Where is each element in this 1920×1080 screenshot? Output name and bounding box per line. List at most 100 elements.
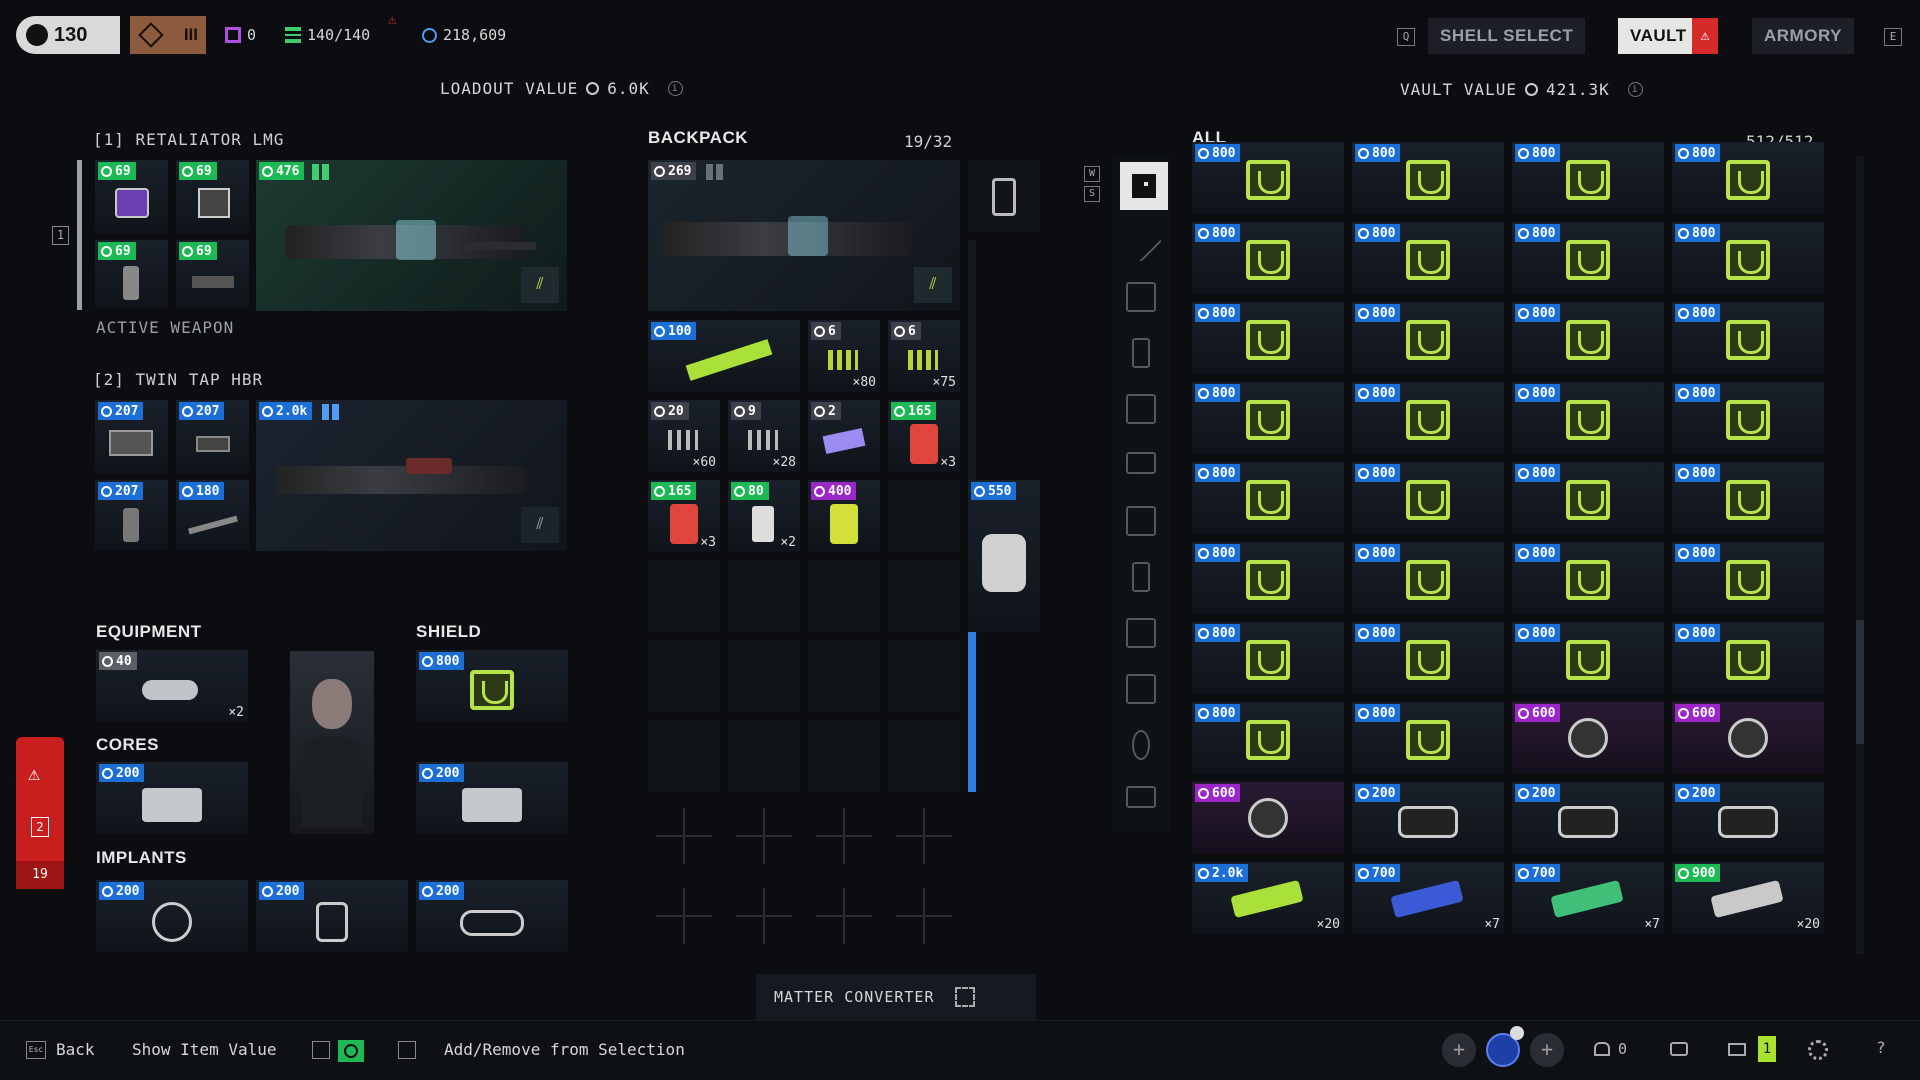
download-filter-icon[interactable]	[1126, 394, 1156, 424]
character-slot[interactable]	[968, 160, 1040, 232]
core-slot-2[interactable]: 200	[416, 762, 568, 834]
vault-item[interactable]: 800	[1672, 462, 1824, 534]
vault-item[interactable]: 600	[1192, 782, 1344, 854]
squad-add-button-2[interactable]: +	[1530, 1033, 1564, 1067]
chip-filter-icon[interactable]	[1126, 506, 1156, 536]
vault-item[interactable]: 800	[1672, 302, 1824, 374]
vault-item[interactable]: 800	[1352, 462, 1504, 534]
weapon2-mod-4[interactable]: 180	[176, 480, 249, 550]
vault-item[interactable]: 800	[1192, 302, 1344, 374]
character-portrait[interactable]	[290, 651, 374, 834]
backpack-empty-slot[interactable]	[728, 720, 800, 792]
crossout-filter-icon[interactable]	[1126, 674, 1156, 704]
info-icon[interactable]: i	[1627, 82, 1643, 97]
weapon2-mod-2[interactable]: 207	[176, 400, 249, 473]
vault-item[interactable]: 800	[1352, 542, 1504, 614]
equipment-slot[interactable]: 40 ×2	[96, 650, 248, 722]
vault-item[interactable]: 800	[1192, 542, 1344, 614]
vault-item[interactable]: 800	[1512, 622, 1664, 694]
backpack-empty-slot[interactable]	[888, 720, 960, 792]
matter-converter-button[interactable]: MATTER CONVERTER	[756, 974, 1036, 1020]
vault-item[interactable]: 800	[1192, 142, 1344, 214]
vault-item[interactable]: 800	[1192, 462, 1344, 534]
mail-icon[interactable]	[1728, 1043, 1746, 1056]
vault-item[interactable]: 800	[1512, 542, 1664, 614]
squad-add-button-1[interactable]: +	[1442, 1033, 1476, 1067]
vault-item[interactable]: 800	[1512, 222, 1664, 294]
vault-item[interactable]: 700×7	[1512, 862, 1664, 934]
weapon1-mod-4[interactable]: 69	[176, 240, 249, 308]
vault-item[interactable]: 800	[1512, 142, 1664, 214]
vault-item[interactable]: 800	[1512, 462, 1664, 534]
settings-icon[interactable]	[1808, 1040, 1828, 1060]
key-filter-icon[interactable]	[1132, 730, 1150, 760]
backpack-item[interactable]: 80 ×2	[728, 480, 800, 552]
backpack-scroll-thumb[interactable]	[968, 632, 976, 792]
backpack-empty-slot[interactable]	[888, 480, 960, 552]
body-filter-icon[interactable]	[1132, 562, 1150, 592]
vault-item[interactable]: 800	[1192, 622, 1344, 694]
vault-item[interactable]: 800	[1352, 382, 1504, 454]
core-slot-1[interactable]: 200	[96, 762, 248, 834]
backpack-item[interactable]: 165 ×3	[648, 480, 720, 552]
vault-item[interactable]: 800	[1352, 222, 1504, 294]
backpack-side-item[interactable]: 550	[968, 480, 1040, 632]
weapon2-mod-3[interactable]: 207	[95, 480, 168, 550]
vault-item[interactable]: 800	[1512, 382, 1664, 454]
shell-select-button[interactable]: SHELL SELECT	[1428, 18, 1586, 54]
backpack-item[interactable]: 6 ×75	[888, 320, 960, 392]
friends-button[interactable]: 0	[1594, 1040, 1627, 1058]
vault-item[interactable]: 800	[1192, 382, 1344, 454]
backpack-empty-slot[interactable]	[808, 720, 880, 792]
level-badge[interactable]: 130	[16, 16, 120, 54]
vault-item[interactable]: 600	[1512, 702, 1664, 774]
vault-item[interactable]: 800	[1672, 222, 1824, 294]
misc-filter-icon[interactable]	[1126, 786, 1156, 808]
vault-item[interactable]: 800	[1672, 382, 1824, 454]
backpack-item[interactable]: 9 ×28	[728, 400, 800, 472]
weapon1-mod-2[interactable]: 69	[176, 160, 249, 233]
filter-all-button[interactable]	[1120, 162, 1168, 210]
vault-item[interactable]: 800	[1672, 142, 1824, 214]
vault-item[interactable]: 700×7	[1352, 862, 1504, 934]
backpack-item[interactable]: 165 ×3	[888, 400, 960, 472]
weapon2-slot[interactable]: 2.0k ⫽	[256, 400, 567, 551]
backpack-empty-slot[interactable]	[808, 560, 880, 632]
vault-item[interactable]: 800	[1352, 702, 1504, 774]
vault-item[interactable]: 800	[1672, 542, 1824, 614]
vault-item[interactable]: 800	[1192, 222, 1344, 294]
backpack-item[interactable]: 20 ×60	[648, 400, 720, 472]
vault-item[interactable]: 800	[1672, 622, 1824, 694]
help-icon[interactable]: ?	[1876, 1038, 1886, 1057]
backpack-empty-slot[interactable]	[648, 640, 720, 712]
core-filter-icon[interactable]	[1126, 618, 1156, 648]
vault-scroll-thumb[interactable]	[1856, 620, 1864, 744]
vault-item[interactable]: 200	[1672, 782, 1824, 854]
weapon2-mod-1[interactable]: 207	[95, 400, 168, 473]
vault-item[interactable]: 200	[1352, 782, 1504, 854]
vault-item[interactable]: 800	[1512, 302, 1664, 374]
implant-slot-1[interactable]: 200	[96, 880, 248, 952]
weapon1-mod-1[interactable]: 69	[95, 160, 168, 233]
vault-item[interactable]: 800	[1352, 142, 1504, 214]
vault-item[interactable]: 2.0k×20	[1192, 862, 1344, 934]
chat-icon[interactable]	[1670, 1042, 1688, 1056]
tier-badge[interactable]: III	[130, 16, 206, 54]
vault-item[interactable]: 200	[1512, 782, 1664, 854]
armory-button[interactable]: ARMORY	[1752, 18, 1854, 54]
backpack-item[interactable]: 100	[648, 320, 800, 392]
vault-item[interactable]: 900×20	[1672, 862, 1824, 934]
vault-item[interactable]: 800	[1352, 302, 1504, 374]
info-icon[interactable]: i	[667, 81, 683, 96]
show-value-toggle[interactable]	[338, 1040, 364, 1062]
weapon1-slot[interactable]: 476 ⫽	[256, 160, 567, 311]
implant-slot-3[interactable]: 200	[416, 880, 568, 952]
backpack-empty-slot[interactable]	[888, 640, 960, 712]
backpack-empty-slot[interactable]	[648, 560, 720, 632]
backpack-empty-slot[interactable]	[808, 640, 880, 712]
alert-panel[interactable]: ⚠ 2 19	[16, 737, 64, 889]
vault-scroll-track[interactable]	[1856, 156, 1864, 954]
vault-button[interactable]: VAULT	[1618, 18, 1692, 54]
vault-item[interactable]: 800	[1352, 622, 1504, 694]
shield-slot[interactable]: 800	[416, 650, 568, 722]
